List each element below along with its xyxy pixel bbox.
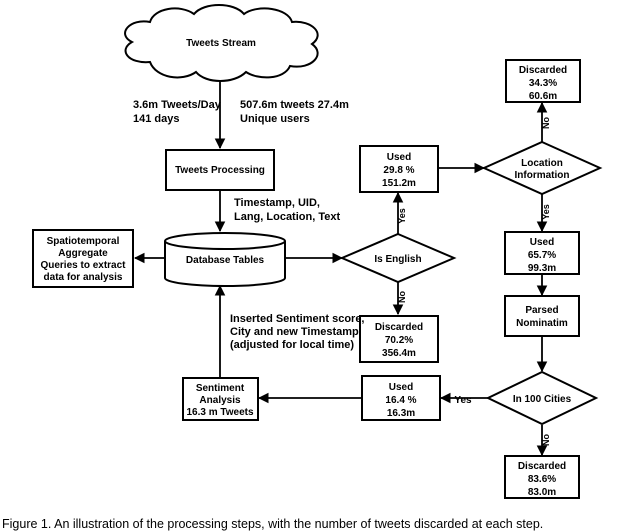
fields-note: Timestamp, UID, Lang, Location, Text: [234, 197, 340, 223]
database-cylinder-body: [164, 241, 286, 287]
used-english-line-2: 29.8 %: [383, 165, 414, 176]
used-cities-box: [361, 375, 441, 421]
discarded-location-line-3: 60.6m: [529, 91, 557, 102]
database-cylinder-top: [164, 232, 286, 250]
is-english-diamond: [339, 232, 457, 284]
spatiotemporal-box: [32, 229, 134, 288]
cloud-shape: [124, 4, 319, 82]
discarded-cities-box: [504, 455, 580, 499]
tweets-processing-label: Tweets Processing: [175, 165, 265, 176]
discarded-location-line-2: 34.3%: [529, 78, 557, 89]
used-cities-line-2: 16.4 %: [385, 395, 416, 406]
used-english-line-3: 151.2m: [382, 178, 416, 189]
discarded-english-line-3: 356.4m: [382, 348, 416, 359]
connectors: [133, 73, 548, 457]
stream-notes: 3.6m Tweets/Day 141 days 507.6m tweets 2…: [133, 99, 349, 125]
totals-note-line-2: Unique users: [240, 113, 310, 125]
parsed-nominatim-line-1: Parsed: [525, 305, 558, 316]
discarded-english-line-2: 70.2%: [385, 335, 413, 346]
inserted-note-line-3: (adjusted for local time): [230, 339, 354, 351]
no-label-location: No: [541, 117, 551, 129]
parsed-nominatim-box: [504, 295, 580, 337]
used-english-box: [359, 145, 439, 193]
used-location-box: [504, 231, 580, 275]
inserted-note-line-1: Inserted Sentiment score,: [230, 313, 365, 325]
fields-note-line-1: Timestamp, UID,: [234, 197, 320, 209]
fields-note-line-2: Lang, Location, Text: [234, 211, 340, 223]
in-100-cities-node: In 100 Cities: [485, 370, 599, 426]
database-tables-node: Database Tables: [164, 232, 286, 287]
discarded-cities-line-2: 83.6%: [528, 474, 556, 485]
discarded-english-node: Discarded 70.2% 356.4m: [359, 315, 439, 363]
edge-labels: Yes No No Yes No Yes: [397, 117, 551, 446]
yes-label-location: Yes: [541, 204, 551, 220]
no-label-cities: No: [541, 434, 551, 446]
spatiotemporal-queries-node: Spatiotemporal Aggregate Queries to extr…: [32, 229, 134, 288]
location-information-line-1: Location: [521, 158, 563, 169]
in-100-cities-diamond: [485, 370, 599, 426]
spatiotemporal-line-4: data for analysis: [44, 272, 123, 283]
tweets-stream-label: Tweets Stream: [186, 38, 256, 49]
in-100-cities-label: In 100 Cities: [513, 394, 572, 405]
inserted-note-line-2: City and new Timestamp: [230, 326, 359, 338]
sentiment-analysis-line-1: Sentiment: [196, 383, 245, 394]
yes-label-cities: Yes: [454, 395, 472, 406]
inserted-note: Inserted Sentiment score, City and new T…: [230, 313, 365, 351]
rate-note-line-1: 3.6m Tweets/Day: [133, 99, 222, 111]
used-cities-node: Used 16.4 % 16.3m: [361, 375, 441, 421]
yes-label-english: Yes: [397, 208, 407, 224]
discarded-english-box: [359, 315, 439, 363]
sentiment-analysis-node: Sentiment Analysis 16.3 m Tweets: [182, 377, 259, 421]
discarded-cities-line-3: 83.0m: [528, 487, 556, 498]
figure-caption: Figure 1. An illustration of the process…: [2, 517, 543, 531]
used-location-line-1: Used: [530, 237, 554, 248]
sentiment-analysis-box: [182, 377, 259, 421]
database-tables-label: Database Tables: [186, 255, 265, 266]
parsed-nominatim-node: Parsed Nominatim: [504, 295, 580, 337]
used-cities-line-1: Used: [389, 382, 413, 393]
used-english-node: Used 29.8 % 151.2m: [359, 145, 439, 193]
location-information-diamond: [481, 140, 603, 196]
is-english-label: Is English: [374, 254, 421, 265]
spatiotemporal-line-3: Queries to extract: [40, 260, 126, 271]
used-location-node: Used 65.7% 99.3m: [504, 231, 580, 275]
discarded-english-line-1: Discarded: [375, 322, 423, 333]
discarded-cities-node: Discarded 83.6% 83.0m: [504, 455, 580, 499]
rate-note-line-2: 141 days: [133, 113, 179, 125]
used-location-line-3: 99.3m: [528, 263, 556, 274]
used-location-line-2: 65.7%: [528, 250, 556, 261]
discarded-location-box: [505, 59, 581, 103]
discarded-cities-line-1: Discarded: [518, 461, 566, 472]
parsed-nominatim-line-2: Nominatim: [516, 318, 568, 329]
used-cities-line-3: 16.3m: [387, 408, 415, 419]
tweets-processing-box: [165, 149, 275, 191]
sentiment-analysis-line-2: Analysis: [199, 395, 241, 406]
sentiment-analysis-line-3: 16.3 m Tweets: [186, 407, 254, 418]
spatiotemporal-line-2: Aggregate: [58, 248, 108, 259]
discarded-location-line-1: Discarded: [519, 65, 567, 76]
discarded-location-node: Discarded 34.3% 60.6m: [505, 59, 581, 103]
used-english-line-1: Used: [387, 152, 411, 163]
tweets-stream-node: Tweets Stream: [124, 4, 319, 82]
no-label-english: No: [397, 291, 407, 303]
totals-note-line-1: 507.6m tweets 27.4m: [240, 99, 349, 111]
location-information-node: Location Information: [481, 140, 603, 196]
location-information-line-2: Information: [515, 170, 570, 181]
is-english-node: Is English: [339, 232, 457, 284]
spatiotemporal-line-1: Spatiotemporal: [47, 236, 120, 247]
tweets-processing-node: Tweets Processing: [165, 149, 275, 191]
